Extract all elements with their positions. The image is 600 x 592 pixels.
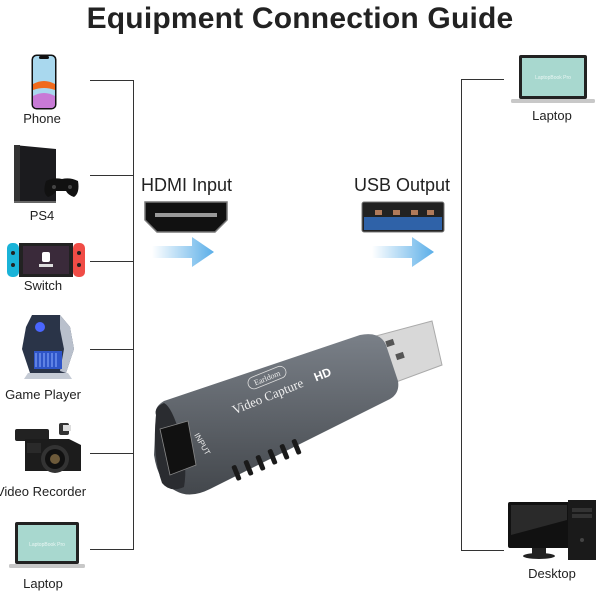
left-bus-line bbox=[133, 80, 134, 550]
device-label-ps4: PS4 bbox=[29, 208, 55, 223]
laptop-screen-text-right: LaptopBook Pro bbox=[535, 75, 571, 81]
device-label-phone: Phone bbox=[23, 111, 61, 126]
connector-line-desktop bbox=[461, 550, 504, 551]
connector-line-game-player bbox=[90, 349, 134, 350]
device-label-video-recorder: Video Recorder bbox=[0, 484, 87, 499]
output-arrow-icon bbox=[372, 237, 434, 267]
desktop-computer-icon bbox=[508, 500, 598, 562]
camcorder-icon bbox=[9, 421, 85, 479]
connector-line-video-recorder bbox=[90, 453, 134, 454]
device-label-desktop: Desktop bbox=[528, 566, 576, 581]
hdmi-input-label: HDMI Input bbox=[141, 175, 233, 195]
page-title: Equipment Connection Guide bbox=[86, 2, 514, 35]
laptop-screen-text: LaptopBook Pro bbox=[29, 542, 65, 548]
connector-line-phone bbox=[90, 80, 134, 81]
hdmi-port-icon bbox=[143, 200, 229, 234]
right-bus-line bbox=[461, 79, 462, 551]
device-label-laptop-left: Laptop bbox=[23, 576, 63, 591]
connector-line-ps4 bbox=[90, 175, 134, 176]
device-label-game-player: Game Player bbox=[5, 387, 81, 402]
connector-line-laptop-right bbox=[461, 79, 504, 80]
device-label-switch: Switch bbox=[23, 278, 63, 293]
phone-icon bbox=[31, 54, 57, 110]
nintendo-switch-icon bbox=[7, 243, 85, 277]
device-label-laptop-right: Laptop bbox=[532, 108, 572, 123]
input-arrow-icon bbox=[152, 237, 214, 267]
usb-output-label: USB Output bbox=[354, 175, 451, 195]
hd-badge: HD bbox=[312, 365, 334, 385]
usb-port-icon bbox=[361, 201, 445, 233]
connector-line-laptop-left bbox=[90, 549, 134, 550]
laptop-icon-left: LaptopBook Pro bbox=[9, 522, 85, 570]
gaming-pc-icon bbox=[20, 313, 76, 381]
ps4-console-icon bbox=[10, 143, 80, 205]
laptop-icon-right: LaptopBook Pro bbox=[511, 55, 595, 105]
video-capture-device: INPUT Earldom Video Capture HD bbox=[150, 315, 450, 505]
connector-line-switch bbox=[90, 261, 134, 262]
